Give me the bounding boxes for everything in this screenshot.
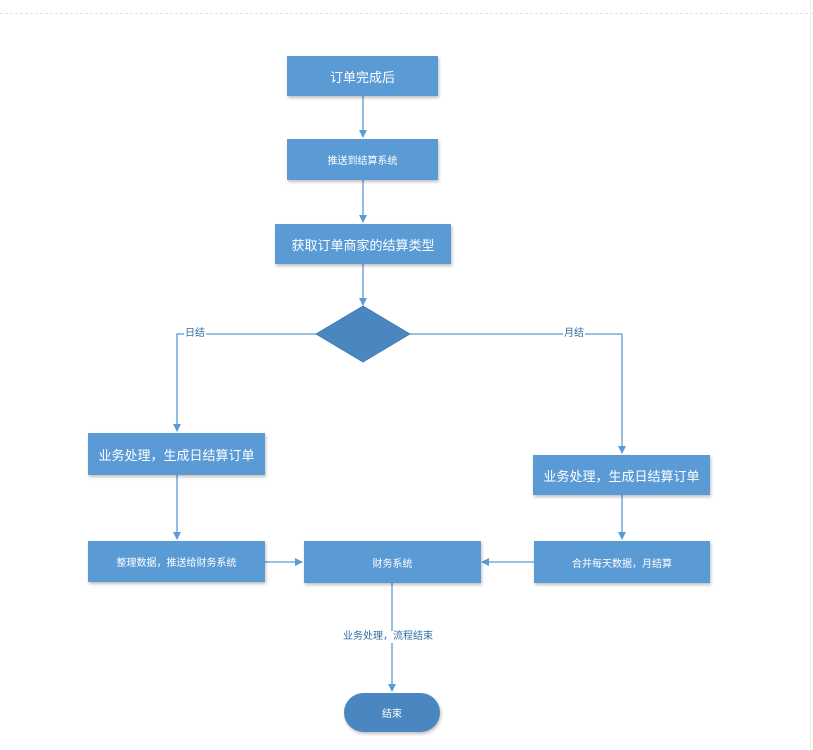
top-divider — [0, 13, 813, 14]
left-process-box: 业务处理，生成日结算订单 — [88, 433, 265, 475]
end-terminator: 结束 — [344, 693, 440, 732]
decision-diamond — [315, 305, 411, 363]
monthly-label: 月结 — [563, 328, 585, 340]
flow-end-label: 业务处理，流程结束 — [342, 631, 434, 643]
arrow-daily-branch — [173, 333, 316, 432]
start-box: 订单完成后 — [287, 56, 438, 96]
push-box: 推送到结算系统 — [287, 139, 438, 180]
organize-data-box: 整理数据，推送给财务系统 — [88, 541, 265, 582]
arrow-monthly-branch — [410, 333, 626, 454]
right-process-box: 业务处理，生成日结算订单 — [533, 455, 710, 495]
merge-monthly-box: 合并每天数据，月结算 — [534, 541, 710, 583]
finance-system-box: 财务系统 — [304, 541, 481, 583]
settlement-type-box: 获取订单商家的结算类型 — [275, 224, 451, 264]
right-divider — [810, 0, 811, 750]
daily-label: 日结 — [184, 328, 206, 340]
